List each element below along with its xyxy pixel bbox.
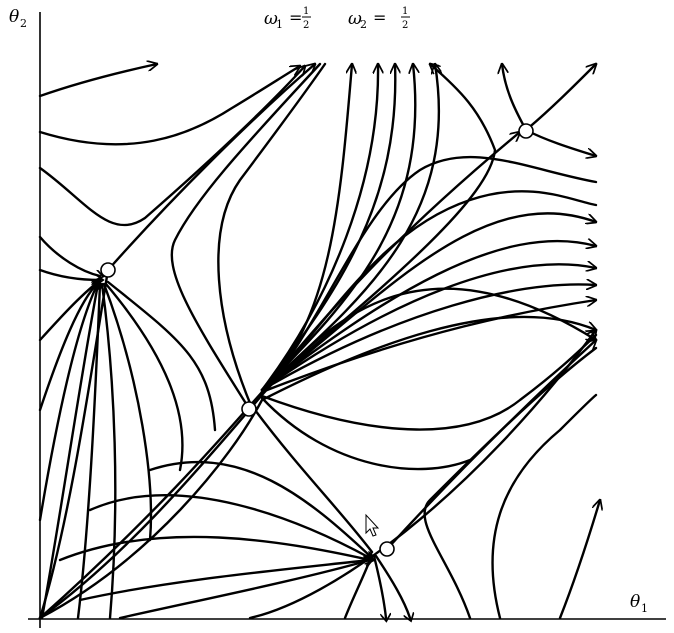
- omega2-equals: =: [373, 8, 386, 27]
- trajectory: [148, 460, 370, 556]
- trajectory: [260, 396, 472, 471]
- equilibrium-node-icon: [518, 123, 534, 139]
- trajectory: [423, 346, 598, 620]
- svg-text:θ: θ: [630, 592, 640, 612]
- omega1-denominator: 2: [303, 20, 309, 31]
- y-axis-label: θ 2: [9, 7, 27, 30]
- omega1-subscript: 1: [276, 18, 283, 31]
- x-axis-label: θ 1: [630, 592, 648, 615]
- svg-text:θ: θ: [9, 7, 19, 27]
- omega1-numerator: 1: [303, 6, 309, 17]
- trajectory: [102, 282, 153, 542]
- trajectory: [248, 330, 596, 620]
- trajectory: [558, 500, 600, 620]
- trajectory: [260, 300, 596, 394]
- trajectories: [38, 62, 600, 620]
- trajectory: [100, 282, 117, 620]
- trajectory: [106, 280, 217, 432]
- trajectory: [260, 64, 439, 392]
- trajectory: [260, 155, 598, 394]
- trajectory: [260, 264, 596, 392]
- trajectory: [260, 241, 596, 392]
- trajectory: [491, 393, 598, 620]
- trajectory: [38, 283, 98, 522]
- trajectory: [524, 128, 596, 156]
- mouse-pointer-icon: [365, 513, 380, 537]
- trajectory: [104, 282, 184, 472]
- trajectory: [38, 283, 98, 412]
- trajectory: [502, 64, 528, 132]
- equilibrium-node-icon: [241, 401, 257, 417]
- trajectory: [260, 190, 598, 394]
- omega1-equals: =: [289, 8, 302, 27]
- trajectory: [260, 212, 596, 392]
- svg-text:2: 2: [20, 17, 27, 30]
- equilibrium-node-icon: [100, 262, 116, 278]
- trajectory: [170, 62, 322, 412]
- trajectory: [260, 62, 378, 392]
- equilibrium-node-icon: [379, 541, 395, 557]
- trajectory: [524, 64, 596, 132]
- trajectory: [374, 554, 410, 618]
- omega2-subscript: 2: [360, 18, 367, 31]
- trajectory: [118, 560, 370, 620]
- trajectory: [38, 66, 300, 146]
- svg-text:1: 1: [641, 602, 648, 615]
- trajectory: [58, 535, 370, 560]
- trajectory: [38, 235, 100, 276]
- trajectory: [343, 558, 372, 620]
- trajectory: [76, 282, 102, 620]
- trajectory: [38, 268, 100, 280]
- trajectory: [78, 560, 370, 602]
- omega2-symbol: ω: [348, 9, 362, 29]
- trajectory: [40, 284, 98, 620]
- trajectory: [260, 333, 598, 431]
- title-equation: ω 1 = 1 2 ω 2 = 1 2: [264, 6, 410, 31]
- omega2-numerator: 1: [402, 6, 408, 17]
- trajectory: [217, 62, 327, 410]
- trajectory: [260, 64, 497, 392]
- trajectory: [372, 554, 386, 618]
- trajectory: [253, 408, 374, 554]
- omega2-denominator: 2: [402, 20, 408, 31]
- trajectory: [88, 494, 370, 558]
- trajectory: [38, 64, 157, 98]
- omega1-symbol: ω: [264, 9, 278, 29]
- trajectory: [260, 284, 596, 392]
